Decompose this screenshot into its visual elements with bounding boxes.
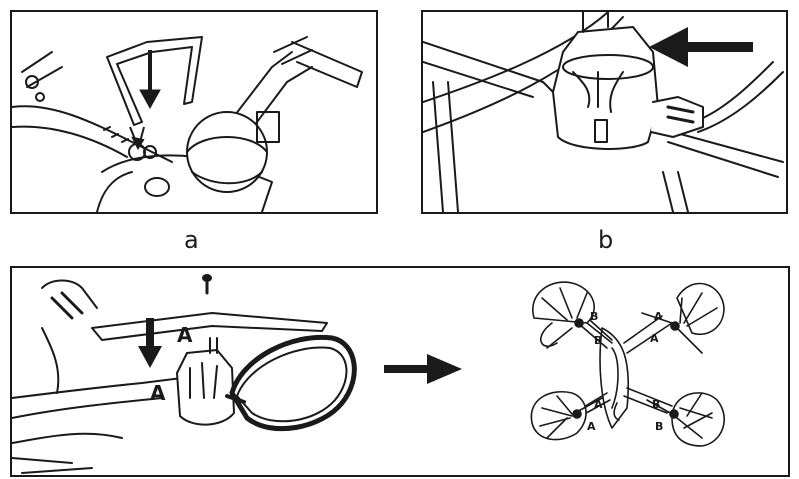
drone-top-view [530, 281, 726, 447]
rotor-front-left [532, 281, 613, 349]
rotor-rear-right [646, 392, 726, 447]
panel-b-illustration [423, 12, 784, 212]
drone-label-fr-outer: A [654, 310, 663, 323]
rotor-rear-left [530, 391, 603, 441]
down-arrow-icon [139, 50, 161, 110]
drone-label-rl-outer: A [594, 398, 603, 411]
drone-label-rl-inner: A [587, 420, 596, 433]
drone-label-fl-inner: B [594, 334, 602, 347]
panel-c-illustration: A A [12, 274, 726, 474]
panel-a-illustration [12, 36, 363, 212]
rotor-front-right [641, 282, 725, 354]
panel-a-landing-gear [10, 10, 378, 214]
panel-c-propeller-install: A A [10, 266, 790, 477]
panel-b-motor-guard [421, 10, 788, 214]
label-a-upper: A [177, 323, 193, 347]
down-arrow-icon [138, 318, 162, 368]
caption-b: b [598, 226, 614, 254]
drone-label-rr-outer: B [652, 398, 660, 411]
drone-label-rr-inner: B [655, 420, 663, 433]
drone-label-fl-outer: B [590, 310, 598, 323]
left-arrow-icon [649, 27, 753, 67]
right-arrow-icon [384, 354, 462, 384]
caption-a: a [184, 226, 199, 254]
drone-label-fr-inner: A [650, 332, 659, 345]
label-a-lower: A [150, 381, 166, 405]
